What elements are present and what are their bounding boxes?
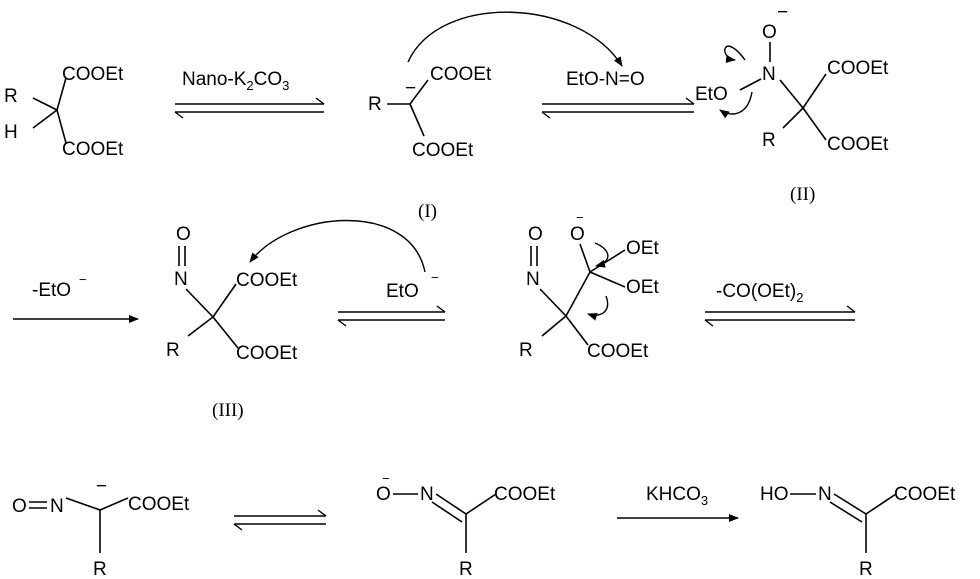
negative-charge: − xyxy=(79,272,87,287)
oxygen-atom: O xyxy=(570,224,585,245)
electron-push-arrow xyxy=(719,91,753,119)
hydroxyl-group: HO xyxy=(760,484,789,505)
ester-group: COOEt xyxy=(430,64,492,85)
label-II: (II) xyxy=(790,184,815,205)
ester-group: COOEt xyxy=(827,134,889,155)
ester-group: COOEt xyxy=(494,484,556,505)
ester-group: COOEt xyxy=(236,343,298,364)
malonate-ester: R H COOEt COOEt xyxy=(4,64,124,160)
reagent-base: Nano-K2CO3 xyxy=(182,69,289,93)
nitroso-carbanion: O N − COOEt R xyxy=(12,476,190,579)
r-group: R xyxy=(368,94,382,115)
ester-group: COOEt xyxy=(62,64,124,85)
ester-group: COOEt xyxy=(894,484,956,505)
ethoxy-group: OEt xyxy=(626,238,659,259)
oxime-product: HO N COOEt R xyxy=(760,484,956,579)
equilibrium-arrow-5 xyxy=(233,509,327,531)
r-group: R xyxy=(519,340,533,361)
oxygen-atom: O xyxy=(376,484,391,505)
ester-group: COOEt xyxy=(827,58,889,79)
r-group: R xyxy=(459,559,473,579)
nitroso-compound-III: O N R COOEt COOEt (III) xyxy=(166,224,298,421)
ethoxy-group: EtO xyxy=(695,84,728,105)
electron-push-arrow xyxy=(594,242,609,268)
nitrogen-atom: N xyxy=(420,484,434,505)
negative-charge: − xyxy=(431,270,439,285)
nitrogen-atom: N xyxy=(50,496,64,517)
electron-push-arrow xyxy=(587,295,609,321)
negative-charge: − xyxy=(777,2,788,23)
negative-charge: − xyxy=(382,471,390,486)
ethoxy-group: OEt xyxy=(626,277,659,298)
r-group: R xyxy=(859,559,873,579)
protonation-arrow: KHCO3 xyxy=(617,484,739,522)
r-group: R xyxy=(762,130,776,151)
r-group: R xyxy=(93,559,107,579)
ester-group: COOEt xyxy=(412,140,474,161)
reagent-diethyl-carbonate-loss: -CO(OEt)2 xyxy=(716,281,803,305)
tetrahedral-intermediate: O N R COOEt O − OEt OEt xyxy=(519,210,659,362)
oxygen-atom: O xyxy=(12,496,27,517)
equilibrium-arrow-2: EtO-N=O xyxy=(541,69,695,119)
h-atom: H xyxy=(4,122,18,143)
nitrogen-atom: N xyxy=(526,269,540,290)
r-group: R xyxy=(4,86,18,107)
adduct-II: O − N EtO R COOEt COOEt (II) xyxy=(695,2,889,205)
equilibrium-arrow-4: -CO(OEt)2 xyxy=(704,281,856,327)
curved-attack-arrow xyxy=(249,219,426,273)
negative-charge: − xyxy=(405,78,416,99)
equilibrium-arrow-1: Nano-K2CO3 xyxy=(174,69,325,119)
reagent-eto-loss: -EtO xyxy=(32,280,71,301)
label-III: (III) xyxy=(212,400,244,421)
equilibrium-arrow-3: EtO − xyxy=(337,270,446,327)
ester-group: COOEt xyxy=(587,341,649,362)
nitrogen-atom: N xyxy=(762,64,776,85)
ester-group: COOEt xyxy=(62,139,124,160)
reagent-ethyl-nitrite: EtO-N=O xyxy=(566,69,645,90)
label-I: (I) xyxy=(418,201,437,222)
oximate-anion: O − N COOEt R xyxy=(376,471,556,579)
r-group: R xyxy=(166,340,180,361)
electron-push-arrow xyxy=(724,45,746,63)
elimination-arrow: -EtO − xyxy=(13,272,139,323)
carbanion-I: R − COOEt COOEt (I) xyxy=(368,64,492,222)
reagent-bicarbonate: KHCO3 xyxy=(646,484,708,508)
curved-attack-arrow xyxy=(407,11,623,67)
oxygen-atom: O xyxy=(528,224,543,245)
negative-charge: − xyxy=(96,476,107,497)
negative-charge: − xyxy=(576,210,584,225)
ester-group: COOEt xyxy=(236,270,298,291)
reagent-ethoxide: EtO xyxy=(386,281,419,302)
oxygen-atom: O xyxy=(176,224,191,245)
oxygen-atom: O xyxy=(762,22,777,43)
nitrogen-atom: N xyxy=(174,269,188,290)
ester-group: COOEt xyxy=(128,494,190,515)
nitrogen-atom: N xyxy=(818,484,832,505)
